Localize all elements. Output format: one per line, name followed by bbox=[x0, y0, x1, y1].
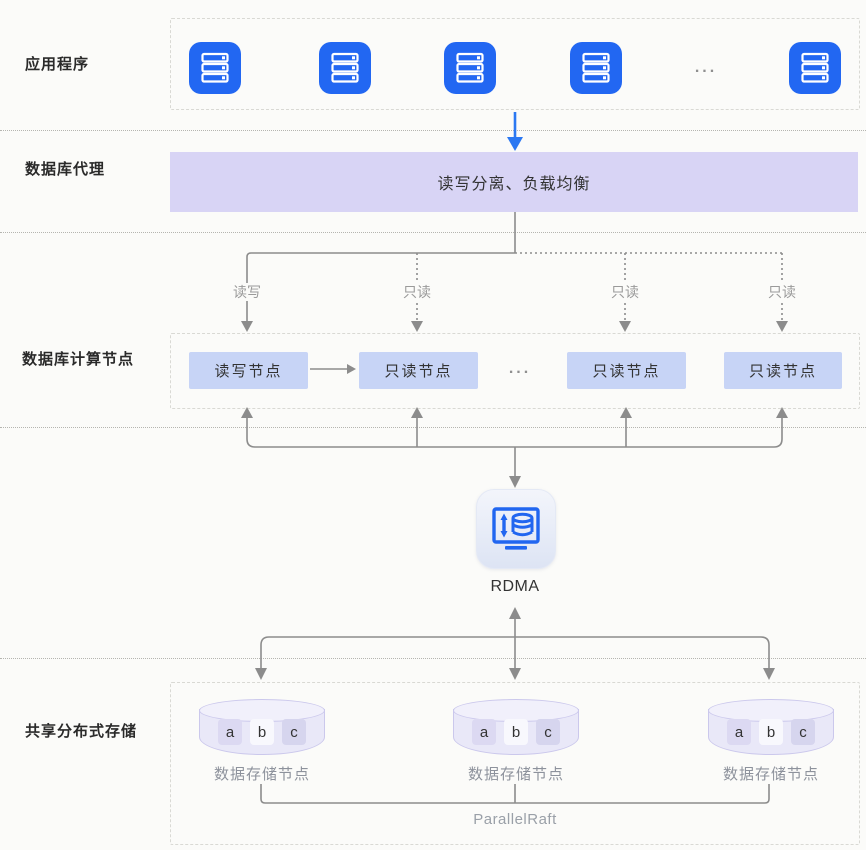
row-label-shared-storage: 共享分布式存储 bbox=[25, 723, 138, 740]
proxy-to-nodes-arrowheads bbox=[241, 321, 788, 332]
storage-chip: b bbox=[504, 719, 528, 745]
applications-box: ... bbox=[170, 18, 860, 110]
rdma-to-storage-bus bbox=[260, 618, 770, 668]
proxy-box: 读写分离、负载均衡 bbox=[170, 152, 858, 212]
shared-storage-box: a b c 数据存储节点 a b c 数据存储节点 a b c bbox=[170, 682, 860, 845]
nodes-to-rdma-bus bbox=[246, 412, 783, 477]
storage-cylinder: a b c bbox=[453, 699, 579, 757]
branch-label-rw: 读写 bbox=[230, 283, 264, 301]
ellipsis: ... bbox=[694, 59, 718, 76]
storage-node-label: 数据存储节点 bbox=[213, 766, 310, 783]
server-icon bbox=[319, 42, 371, 94]
row-label-applications: 应用程序 bbox=[25, 56, 90, 73]
compute-node-ro3: 只读节点 bbox=[724, 352, 842, 389]
compute-node-ro2: 只读节点 bbox=[567, 352, 686, 389]
server-icon bbox=[189, 42, 241, 94]
storage-cylinder: a b c bbox=[199, 699, 325, 757]
app-to-proxy-arrow bbox=[507, 112, 523, 151]
compute-node-ro1: 只读节点 bbox=[359, 352, 478, 389]
rdma-icon bbox=[476, 489, 556, 569]
separator-line bbox=[0, 658, 866, 659]
storage-chip: a bbox=[472, 719, 496, 745]
rdma-label: RDMA bbox=[490, 578, 540, 595]
storage-chip: b bbox=[759, 719, 783, 745]
separator-line bbox=[0, 232, 866, 233]
storage-chip: a bbox=[727, 719, 751, 745]
parallelraft-label: ParallelRaft bbox=[473, 811, 557, 828]
separator-line bbox=[0, 427, 866, 428]
server-icon bbox=[789, 42, 841, 94]
storage-chip: a bbox=[218, 719, 242, 745]
compute-node-rw: 读写节点 bbox=[189, 352, 308, 389]
row-label-proxy: 数据库代理 bbox=[25, 161, 106, 178]
row-label-compute-nodes: 数据库计算节点 bbox=[22, 351, 135, 368]
compute-nodes-box: 读写节点 只读节点 ... 只读节点 只读节点 bbox=[170, 333, 860, 409]
storage-chip: c bbox=[791, 719, 815, 745]
server-icon bbox=[570, 42, 622, 94]
separator-line bbox=[0, 130, 866, 131]
storage-chip: c bbox=[282, 719, 306, 745]
nodes-to-rdma-arrowheads bbox=[241, 407, 788, 488]
branch-label-ro3: 只读 bbox=[765, 283, 799, 301]
proxy-to-nodes-arrows bbox=[246, 212, 783, 323]
ellipsis: ... bbox=[508, 360, 532, 377]
branch-label-ro2: 只读 bbox=[608, 283, 642, 301]
storage-node-label: 数据存储节点 bbox=[467, 766, 564, 783]
storage-node-label: 数据存储节点 bbox=[722, 766, 819, 783]
proxy-box-text: 读写分离、负载均衡 bbox=[437, 176, 591, 193]
server-icon bbox=[444, 42, 496, 94]
rdma-to-storage-arrowheads bbox=[255, 607, 775, 680]
branch-label-ro1: 只读 bbox=[400, 283, 434, 301]
storage-cylinder: a b c bbox=[708, 699, 834, 757]
storage-chip: b bbox=[250, 719, 274, 745]
storage-chip: c bbox=[536, 719, 560, 745]
